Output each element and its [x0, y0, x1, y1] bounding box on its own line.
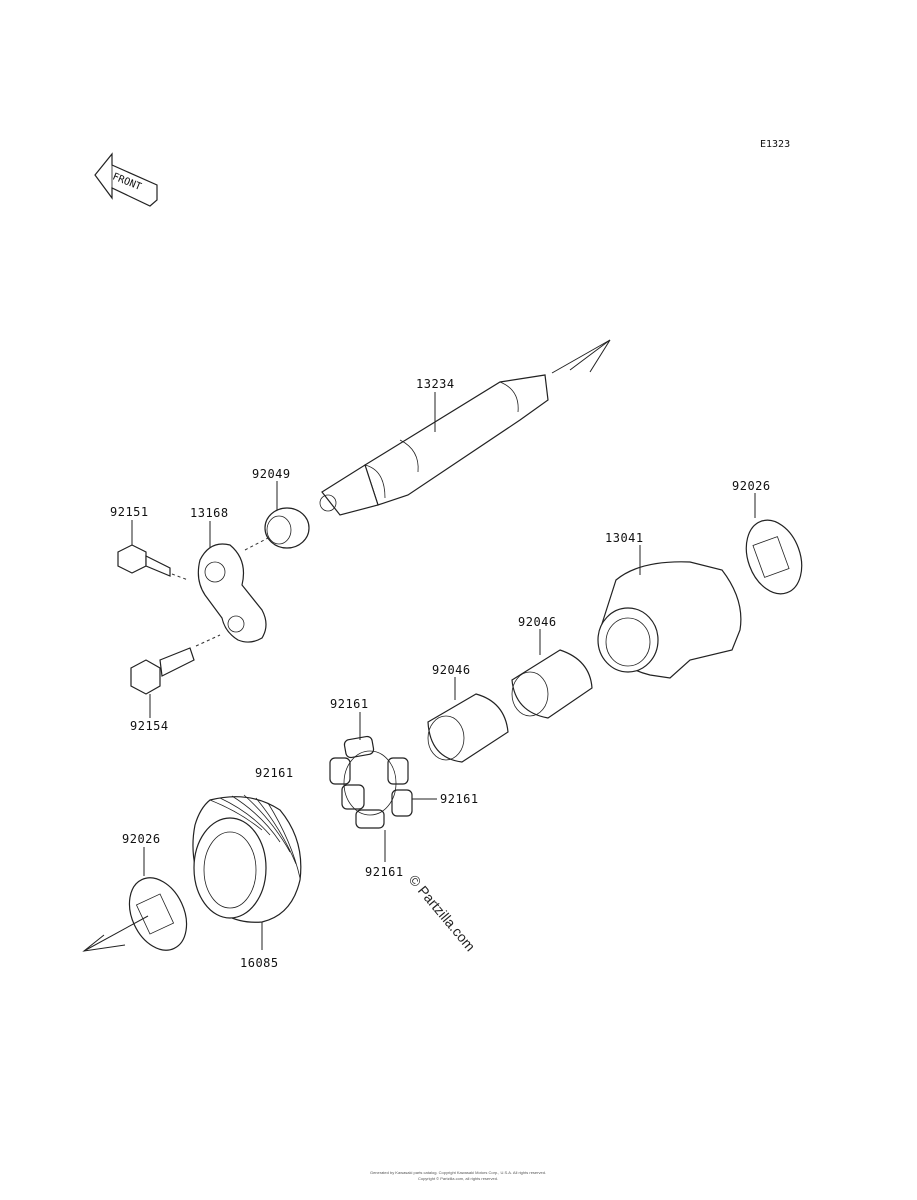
- direction-arrow-top: [551, 339, 611, 374]
- diagram-code: E1323: [760, 139, 790, 150]
- part-92026-washer-top: [745, 493, 803, 595]
- footer-line-2: Copyright © Partzilla.com, all rights re…: [418, 1176, 498, 1181]
- watermark: © Partzilla.com: [406, 872, 479, 955]
- footer-line-1: Generated by Kawasaki parts catalog. Cop…: [370, 1170, 546, 1175]
- label-92161-top: 92161: [330, 697, 369, 711]
- label-92049: 92049: [252, 467, 291, 481]
- label-92151: 92151: [110, 505, 149, 519]
- direction-arrow-bottom: [82, 915, 149, 952]
- part-92046-bearing-lower: [427, 677, 509, 763]
- label-92026-top: 92026: [732, 479, 771, 493]
- label-92161-bottom: 92161: [365, 865, 404, 879]
- part-92026-washer-bottom: [128, 847, 188, 951]
- label-16085: 16085: [240, 956, 279, 970]
- label-92161-right: 92161: [440, 792, 479, 806]
- front-arrow-icon: FRONT: [94, 152, 158, 207]
- label-13041: 13041: [605, 531, 644, 545]
- label-92161-left: 92161: [255, 766, 294, 780]
- part-13041-housing: [597, 545, 742, 679]
- part-16085-gear: [192, 794, 302, 950]
- part-92161-damper: [329, 712, 437, 862]
- label-13168: 13168: [190, 506, 229, 520]
- label-92046-b: 92046: [432, 663, 471, 677]
- part-92049-seal: [244, 481, 310, 551]
- label-13234: 13234: [416, 377, 455, 391]
- label-92026-bottom: 92026: [122, 832, 161, 846]
- part-13168-lever: [197, 521, 267, 643]
- part-92151-bolt: [117, 520, 189, 581]
- label-92154: 92154: [130, 719, 169, 733]
- label-92046-a: 92046: [518, 615, 557, 629]
- part-92154-bolt: [130, 634, 221, 718]
- part-13234-shaft: [319, 374, 549, 516]
- part-92046-bearing-upper: [511, 629, 593, 719]
